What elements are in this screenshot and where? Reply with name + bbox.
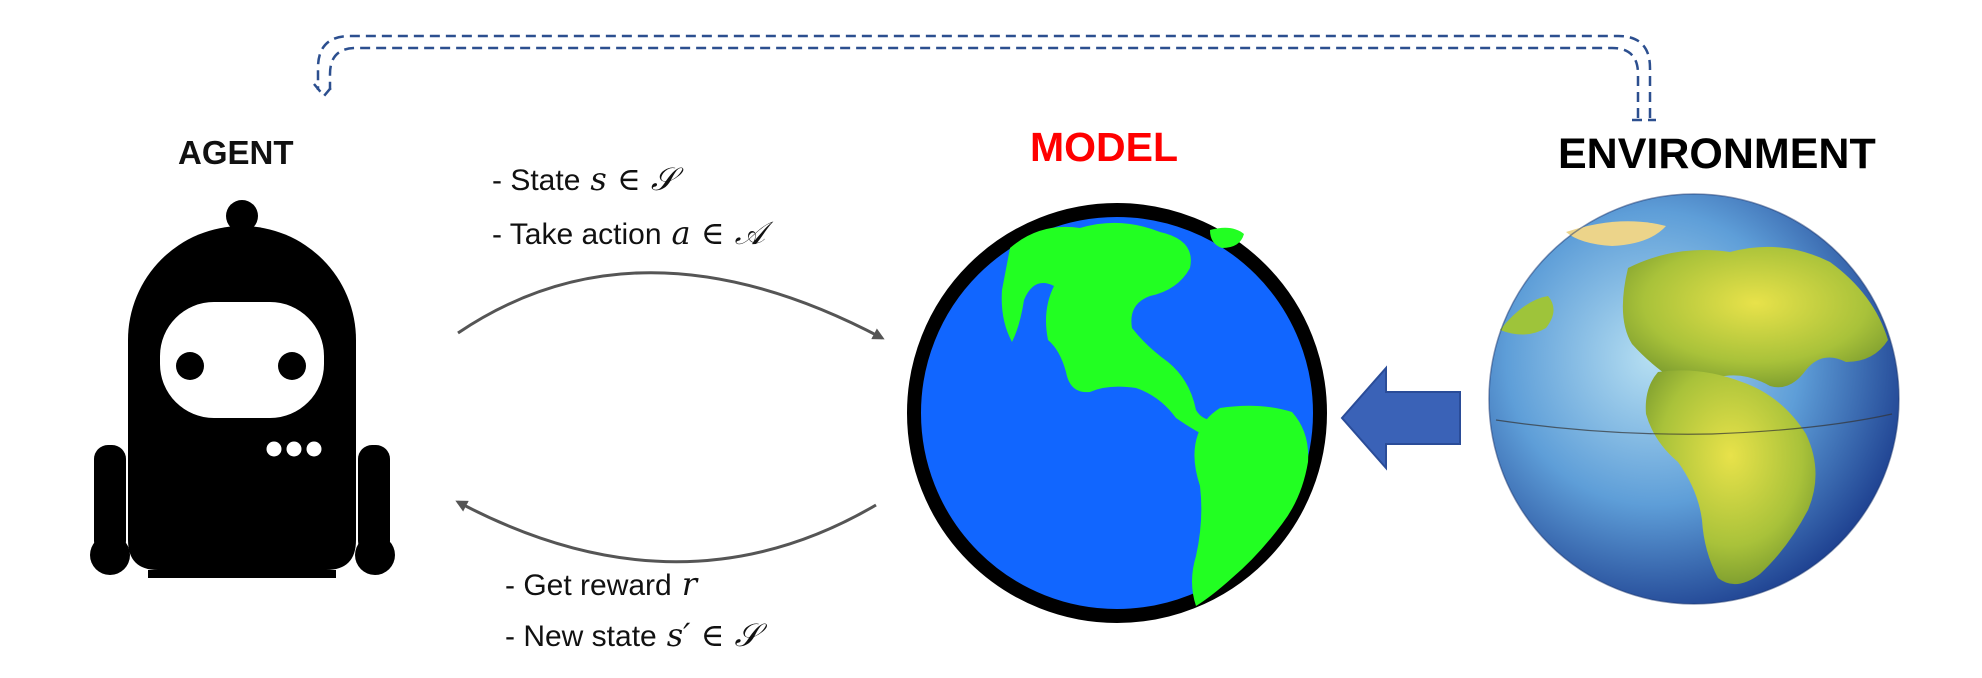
forward-label-action: - Take action a ∈ 𝒜 xyxy=(492,214,765,253)
environment-title: ENVIRONMENT xyxy=(1558,130,1876,178)
backward-label-new-state: - New state s′ ∈ 𝒮 xyxy=(505,616,759,655)
model-globe-icon xyxy=(907,203,1327,623)
forward-label-state: - State s ∈ 𝒮 xyxy=(492,160,676,199)
backward-label-reward-text: - Get reward xyxy=(505,569,672,602)
backward-label-reward: - Get reward r xyxy=(505,565,697,603)
environment-to-model-arrow xyxy=(1340,365,1461,471)
model-title: MODEL xyxy=(1030,124,1179,170)
environment-globe-icon xyxy=(1488,193,1900,605)
backward-label-new-state-math: s′ ∈ 𝒮 xyxy=(666,616,760,654)
feedback-dashed-loop xyxy=(313,34,1656,122)
action-arrow xyxy=(457,271,885,340)
agent-title: AGENT xyxy=(178,134,294,171)
robot-agent-icon xyxy=(90,200,395,578)
forward-label-state-math: s ∈ 𝒮 xyxy=(590,160,676,198)
forward-label-action-text: - Take action xyxy=(492,218,662,251)
forward-label-state-text: - State xyxy=(492,164,581,197)
backward-label-reward-math: r xyxy=(681,565,698,603)
backward-label-new-state-text: - New state xyxy=(505,620,657,653)
forward-label-action-math: a ∈ 𝒜 xyxy=(671,214,765,252)
reward-arrow xyxy=(455,500,877,564)
